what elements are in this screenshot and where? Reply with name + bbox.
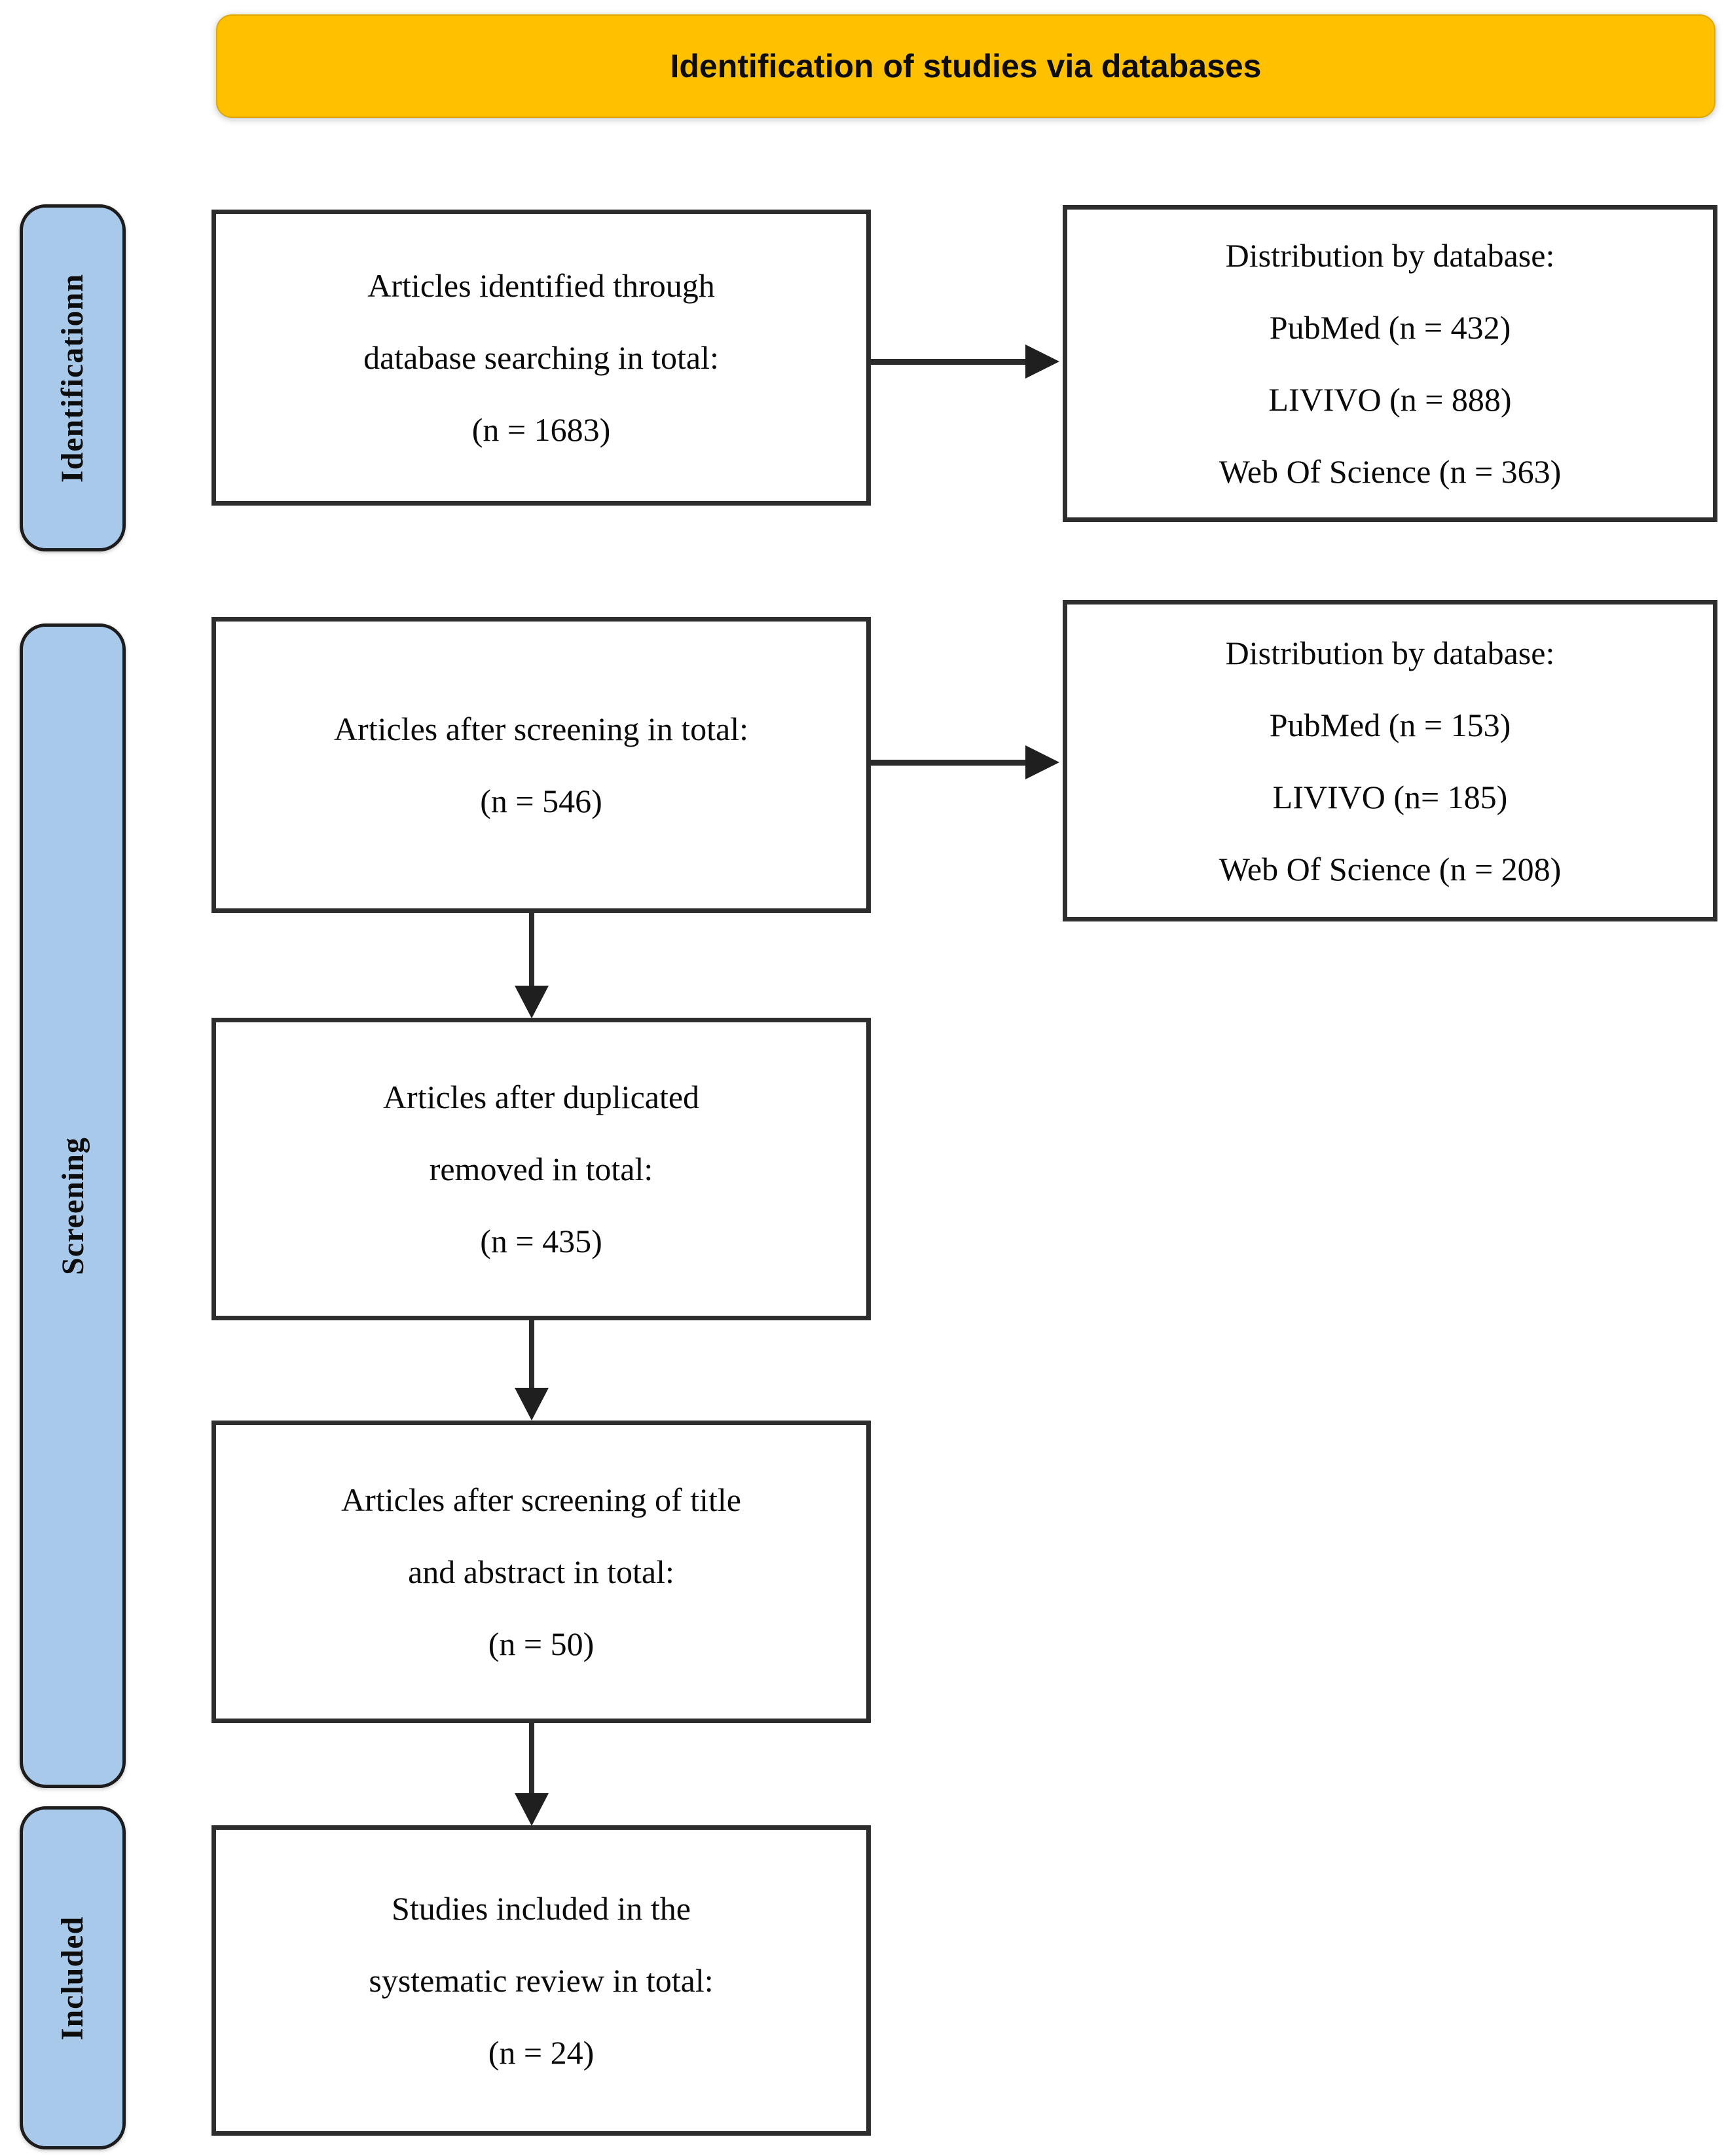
box-text-line: LIVIVO (n = 888) [1268,381,1512,418]
box-text-line: Web Of Science (n = 363) [1219,453,1562,490]
arrow-head-right-icon [1025,745,1059,779]
box-text-line: Studies included in the [392,1890,691,1927]
box-text-line: (n = 24) [488,2034,595,2071]
box-text-line: (n = 50) [488,1626,595,1662]
box-text-line: Distribution by database: [1225,634,1555,671]
arrow-head-down-icon [515,1388,549,1421]
box-distribution-identified: Distribution by database: PubMed (n = 43… [1063,205,1717,522]
arrow-head-down-icon [515,1793,549,1826]
stage-bar-included-label: Included [55,1916,90,2040]
box-text-line: Distribution by database: [1225,237,1555,274]
box-distribution-screened: Distribution by database: PubMed (n = 15… [1063,600,1717,921]
box-text-line: database searching in total: [363,339,719,376]
box-text-line: Articles identified through [367,267,715,304]
box-articles-after-title-abstract-screening: Articles after screening of title and ab… [211,1421,871,1723]
box-articles-identified: Articles identified through database sea… [211,210,871,506]
box-articles-after-screening: Articles after screening in total: (n = … [211,617,871,913]
box-text-line: LIVIVO (n= 185) [1272,778,1508,815]
stage-bar-identification: Identificationn [20,204,126,551]
arrow-line-screened-to-deduplicated [529,913,534,988]
box-text-line: Articles after screening in total: [333,711,749,747]
arrow-head-right-icon [1025,344,1059,379]
stage-bar-screening-label: Screening [55,1136,90,1275]
stage-bar-screening: Screening [20,623,126,1788]
box-studies-included: Studies included in the systematic revie… [211,1825,871,2136]
box-text-line: PubMed (n = 153) [1269,706,1511,743]
box-text-line: (n = 546) [480,783,602,819]
stage-bar-included: Included [20,1806,126,2149]
arrow-line-deduplicated-to-title-abstract [529,1320,534,1390]
box-text-line: (n = 435) [480,1223,602,1259]
arrow-line-title-abstract-to-included [529,1723,534,1796]
header-title: Identification of studies via databases [670,48,1262,84]
arrow-head-down-icon [515,986,549,1018]
box-text-line: Web Of Science (n = 208) [1219,850,1562,887]
box-text-line: Articles after screening of title [341,1481,741,1518]
box-text-line: removed in total: [429,1151,653,1187]
box-text-line: and abstract in total: [408,1553,674,1590]
box-text-line: (n = 1683) [471,411,611,448]
box-text-line: systematic review in total: [369,1962,714,1999]
box-text-line: PubMed (n = 432) [1269,309,1511,346]
arrow-line-screened-to-distribution [871,760,1028,766]
arrow-line-identified-to-distribution [871,359,1028,365]
header-banner: Identification of studies via databases [216,14,1715,118]
box-text-line: Articles after duplicated [382,1079,700,1115]
stage-bar-identification-label: Identificationn [55,273,90,483]
box-articles-after-duplicates-removed: Articles after duplicated removed in tot… [211,1018,871,1320]
